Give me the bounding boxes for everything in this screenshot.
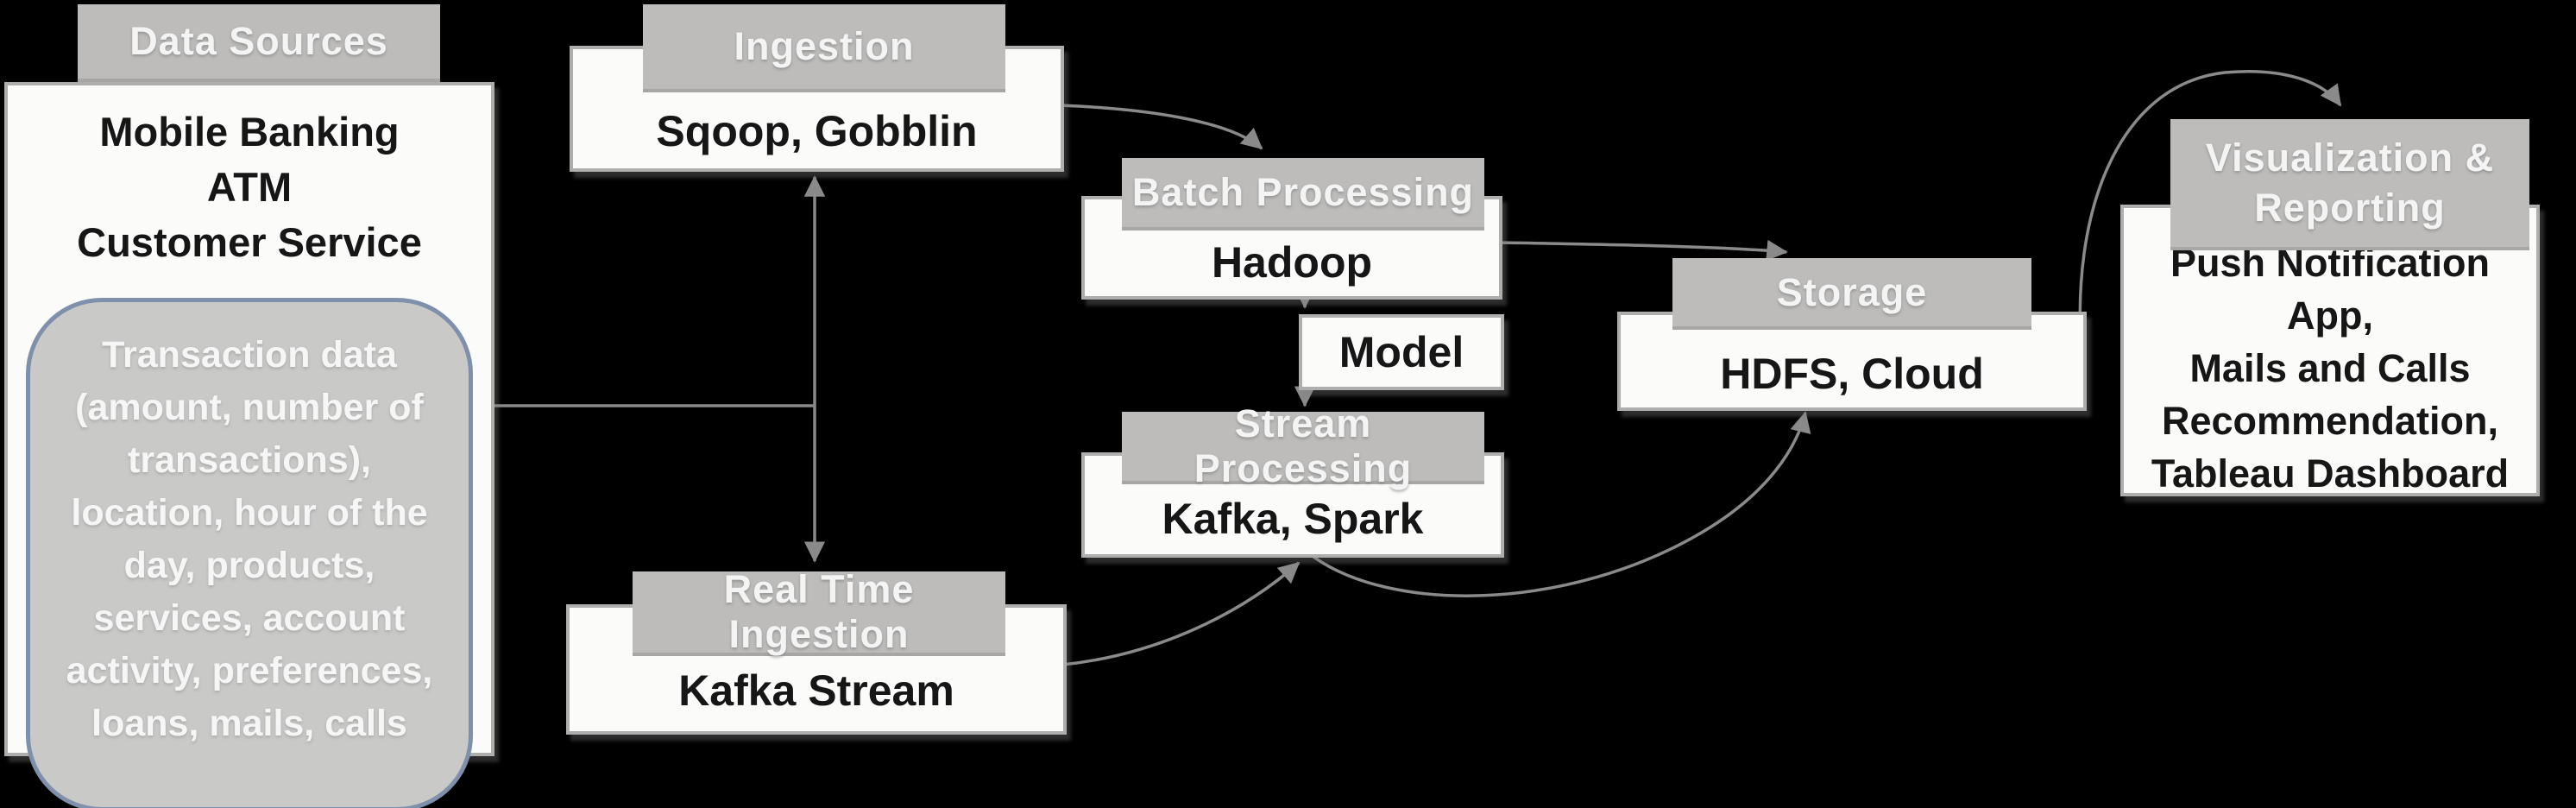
data-sources-header: Data Sources (78, 4, 440, 82)
visualization-reporting-header: Visualization & Reporting (2170, 119, 2529, 250)
ingestion-header-label: Ingestion (734, 24, 915, 68)
data-sources-items: Mobile Banking ATM Customer Service (77, 109, 422, 265)
model-box: Model (1299, 314, 1504, 390)
ingestion-body: Sqoop, Gobblin (656, 107, 978, 155)
edge-storage-vis (2078, 70, 2342, 353)
batch-processing-body: Hadoop (1211, 238, 1373, 287)
visualization-reporting-header-label: Visualization & Reporting (2205, 136, 2495, 230)
storage-body: HDFS, Cloud (1720, 350, 1984, 398)
storage-header: Storage (1672, 258, 2031, 330)
real-time-ingestion-body: Kafka Stream (678, 666, 954, 715)
stream-processing-header-label: Stream Processing (1194, 401, 1413, 490)
edge-stream-storage (1308, 411, 1811, 597)
batch-processing-header-label: Batch Processing (1131, 170, 1475, 214)
batch-processing-header: Batch Processing (1122, 158, 1484, 230)
visualization-reporting-box: Push Notification App, Mails and Calls R… (2120, 205, 2540, 496)
model-body: Model (1338, 328, 1464, 376)
data-sources-header-label: Data Sources (129, 19, 388, 63)
stream-processing-body: Kafka, Spark (1162, 495, 1424, 543)
storage-header-label: Storage (1776, 269, 1928, 314)
edge-batch-storage (1497, 239, 1788, 262)
visualization-reporting-body: Push Notification App, Mails and Calls R… (2151, 240, 2510, 496)
transaction-data-bubble: Transaction data (amount, number of tran… (26, 298, 473, 808)
edge-ingestion-batch (1059, 104, 1263, 150)
real-time-ingestion-header: Real Time Ingestion (633, 567, 1005, 656)
stream-processing-header: Stream Processing (1122, 401, 1484, 490)
transaction-data-text: Transaction data (amount, number of tran… (66, 333, 433, 744)
edge-rti-stream (1061, 561, 1301, 666)
real-time-ingestion-header-label: Real Time Ingestion (723, 567, 915, 656)
ingestion-header: Ingestion (643, 4, 1005, 92)
